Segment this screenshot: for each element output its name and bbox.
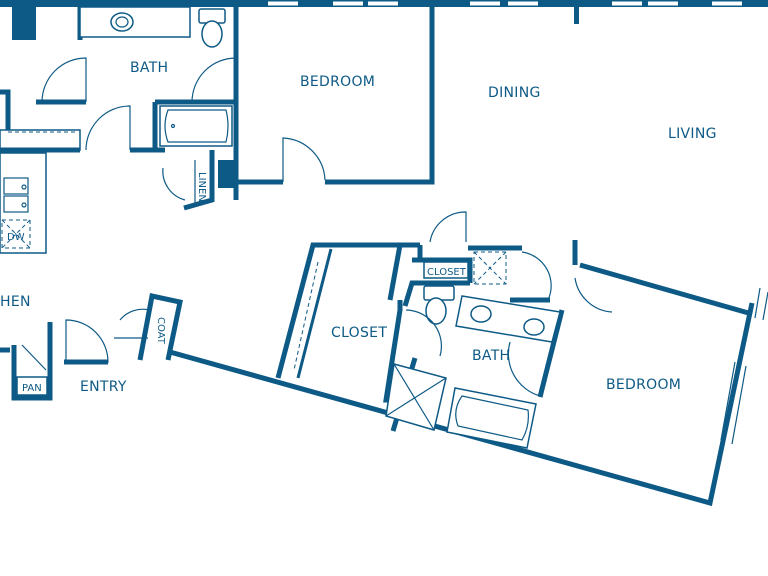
sink-icon-1	[470, 305, 492, 323]
closet-small-label: CLOSET	[427, 267, 467, 278]
vanity-counter	[79, 6, 191, 38]
entry-area: PAN COAT ENTRY	[0, 293, 183, 401]
upper-bath: BATH	[36, 6, 239, 160]
exterior-top-wall	[0, 0, 768, 40]
linen-label: LINEN	[196, 172, 207, 202]
pantry-label: PAN	[22, 383, 42, 394]
dishwasher-label: DW	[7, 232, 25, 243]
upper-bedroom: BEDROOM	[236, 7, 435, 185]
room-label-bedroom-upper: BEDROOM	[300, 74, 375, 90]
coat-label: COAT	[155, 317, 166, 345]
room-label-bath-upper: BATH	[130, 60, 168, 76]
room-label-dining: DINING	[488, 85, 541, 101]
sink-icon-2	[523, 318, 545, 336]
living-dining: DINING LIVING	[488, 85, 717, 142]
lower-exterior-wall	[169, 302, 755, 507]
linen-closet: LINEN	[162, 150, 239, 211]
room-label-bath-lower: BATH	[472, 348, 510, 364]
room-label-living: LIVING	[668, 126, 717, 142]
kitchen-area: DW HEN	[0, 89, 81, 310]
lower-suite: CLOSET CLOSET	[275, 211, 768, 449]
room-label-closet: CLOSET	[331, 325, 387, 341]
room-label-entry: ENTRY	[80, 379, 127, 395]
room-label-kitchen: HEN	[0, 294, 31, 310]
room-label-bedroom-lower: BEDROOM	[606, 377, 681, 393]
bathtub-icon	[159, 105, 233, 147]
sink-icon	[110, 12, 134, 32]
bathtub-icon-lower	[446, 387, 537, 449]
